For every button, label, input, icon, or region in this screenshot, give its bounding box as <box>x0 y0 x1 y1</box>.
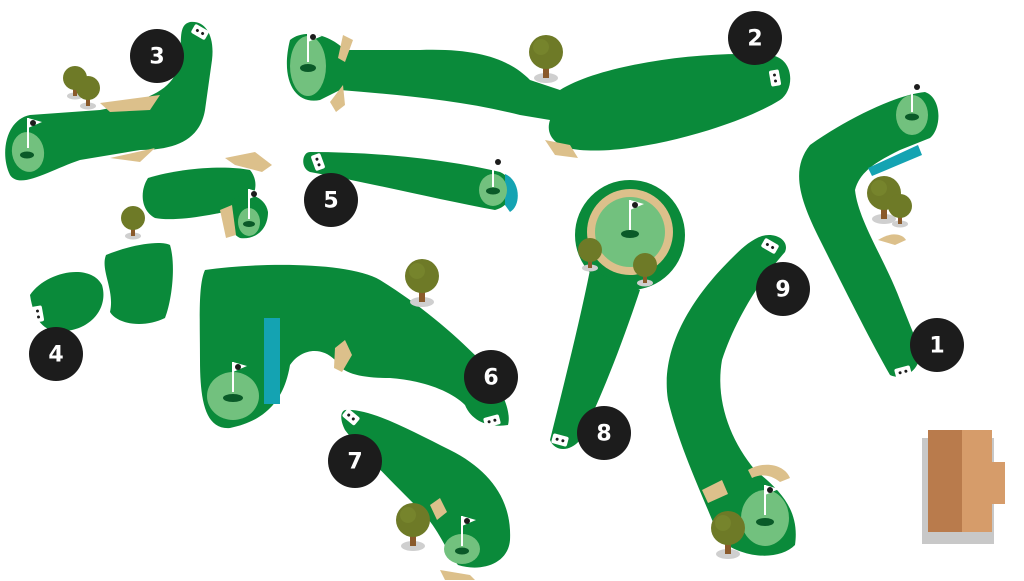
hole-number-label: 1 <box>929 334 944 359</box>
hole-6[interactable] <box>199 259 509 429</box>
hole-7[interactable] <box>341 408 511 580</box>
tree-icon <box>121 206 145 240</box>
hole-9[interactable] <box>666 234 796 559</box>
hole-number-badge-6: 6 <box>464 350 518 404</box>
hole-number-label: 4 <box>48 343 63 368</box>
tree-icon <box>711 511 745 559</box>
hole-number-label: 8 <box>596 422 611 447</box>
hole-number-label: 7 <box>347 450 362 475</box>
hole-5[interactable] <box>303 152 518 212</box>
tree-icon <box>405 259 439 307</box>
hole-number-badge-2: 2 <box>728 11 782 65</box>
tree-icon <box>396 503 430 551</box>
tree-icon <box>529 35 563 83</box>
hole-number-badge-4: 4 <box>29 327 83 381</box>
hole-1[interactable] <box>799 81 939 379</box>
hole-number-label: 5 <box>323 189 338 214</box>
hole-number-label: 2 <box>747 27 762 52</box>
hole-2[interactable] <box>286 31 791 158</box>
hole-number-badge-8: 8 <box>577 406 631 460</box>
clubhouse-icon <box>922 430 1005 544</box>
hole-8[interactable] <box>550 180 685 449</box>
hole-number-badge-5: 5 <box>304 173 358 227</box>
hole-number-badge-1: 1 <box>910 318 964 372</box>
hole-number-label: 9 <box>775 278 790 303</box>
hole-4[interactable] <box>30 152 272 332</box>
hole-number-badge-7: 7 <box>328 434 382 488</box>
hole-number-label: 6 <box>483 366 498 391</box>
hole-number-label: 3 <box>149 45 164 70</box>
tree-icon <box>76 76 100 110</box>
hole-3[interactable] <box>5 21 213 181</box>
hole-number-badge-3: 3 <box>130 29 184 83</box>
hole-number-badge-9: 9 <box>756 262 810 316</box>
